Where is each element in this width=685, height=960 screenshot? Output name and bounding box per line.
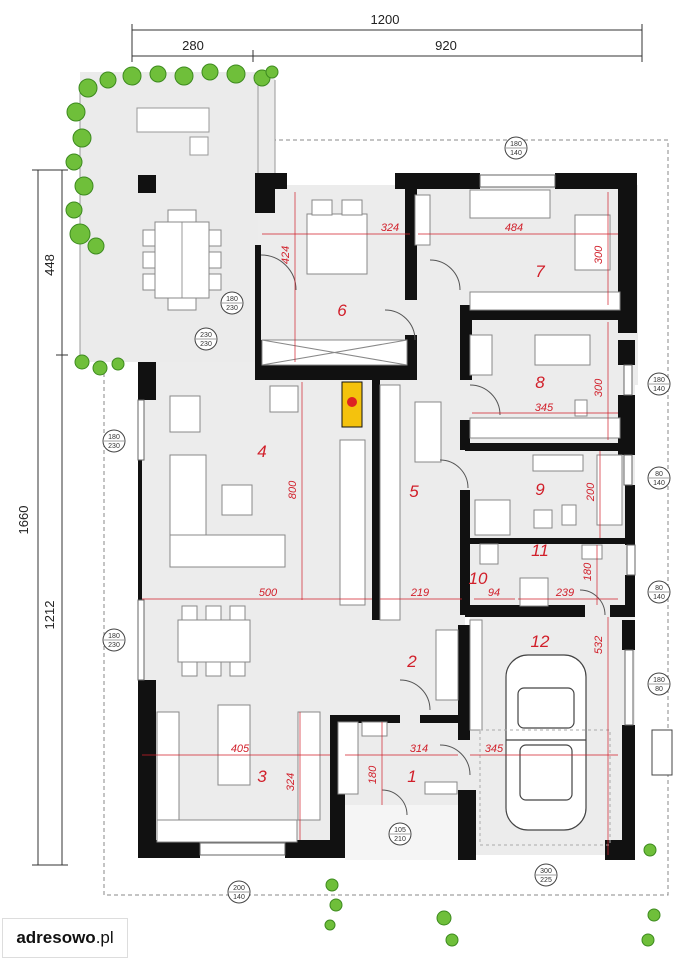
dim-314: 314 [410, 743, 428, 755]
room-number-8: 8 [535, 373, 545, 392]
outer-outline [103, 139, 669, 896]
room-number-10: 10 [469, 569, 488, 588]
svg-text:105: 105 [394, 827, 406, 834]
svg-text:180: 180 [653, 677, 665, 684]
room-number-2: 2 [406, 652, 417, 671]
svg-text:80: 80 [655, 471, 663, 478]
brand-suffix: .pl [95, 928, 114, 947]
room-number-6: 6 [337, 301, 347, 320]
dim-324a: 324 [381, 222, 399, 234]
brand-name: adresowo [16, 928, 96, 947]
opening-badge-w-r9: 80 140 [647, 466, 671, 490]
svg-text:230: 230 [108, 443, 120, 450]
dim-left-upper: 448 [42, 254, 57, 276]
room-number-1: 1 [407, 767, 416, 786]
hedge-plants [65, 63, 661, 947]
svg-text:180: 180 [108, 434, 120, 441]
svg-text:180: 180 [226, 296, 238, 303]
opening-badge-w-r8: 180 140 [647, 372, 671, 396]
svg-text:230: 230 [108, 642, 120, 649]
dim-top-left: 280 [182, 38, 204, 53]
dim-800: 800 [287, 480, 299, 499]
room-number-3: 3 [257, 767, 267, 786]
dim-left-lower: 1212 [42, 601, 57, 630]
room-number-7: 7 [535, 262, 545, 281]
terrace-table-set [142, 209, 222, 311]
svg-text:80: 80 [655, 686, 663, 693]
walls [138, 173, 637, 860]
svg-text:230: 230 [200, 341, 212, 348]
svg-text:140: 140 [653, 480, 665, 487]
svg-text:230: 230 [226, 305, 238, 312]
side-table [189, 136, 209, 156]
door-swings [260, 254, 606, 816]
svg-text:80: 80 [655, 585, 663, 592]
lounger [136, 107, 210, 133]
garage-door-marker [479, 729, 611, 846]
dim-94: 94 [488, 587, 500, 599]
exterior-unit [651, 729, 673, 776]
furniture [156, 189, 623, 843]
opening-badge-w-terrace2: 230 230 [194, 327, 218, 351]
dim-180b: 180 [367, 765, 379, 784]
svg-text:225: 225 [540, 877, 552, 884]
dim-left-total: 1660 [16, 506, 31, 535]
room-number-4: 4 [257, 442, 266, 461]
dim-405: 405 [231, 743, 250, 755]
opening-badge-w-top: 180 140 [504, 136, 528, 160]
flame-icon [347, 397, 357, 407]
windows [137, 174, 636, 856]
terrace-column [138, 175, 156, 193]
car-icon [505, 654, 587, 831]
brand-logo[interactable]: adresowo.pl [2, 918, 128, 958]
dim-200: 200 [585, 482, 597, 502]
dim-top-right: 920 [435, 38, 457, 53]
room-number-11: 11 [531, 541, 549, 560]
dim-180a: 180 [582, 562, 594, 581]
opening-badge-d-garage: 300 225 [534, 863, 558, 887]
svg-text:210: 210 [394, 836, 406, 843]
dim-345a: 345 [535, 402, 554, 414]
dim-top-total: 1200 [371, 12, 400, 27]
svg-text:140: 140 [653, 594, 665, 601]
svg-text:180: 180 [653, 377, 665, 384]
opening-badge-w-living: 180 230 [102, 429, 126, 453]
room-number-9: 9 [535, 480, 545, 499]
svg-text:300: 300 [540, 868, 552, 875]
dim-219: 219 [410, 587, 429, 599]
svg-text:140: 140 [653, 386, 665, 393]
dim-300b: 300 [593, 378, 605, 397]
dim-345b: 345 [485, 743, 504, 755]
room-number-12: 12 [531, 632, 550, 651]
opening-badge-w-dining: 180 230 [102, 628, 126, 652]
room-number-5: 5 [409, 482, 419, 501]
dim-300a: 300 [593, 245, 605, 264]
opening-badge-w-terrace: 180 230 [220, 291, 244, 315]
svg-text:180: 180 [108, 633, 120, 640]
dim-324b: 324 [285, 773, 297, 791]
svg-text:200: 200 [233, 885, 245, 892]
dim-239: 239 [555, 587, 574, 599]
opening-badge-w-r11: 80 140 [647, 580, 671, 604]
opening-badge-w-garage: 180 80 [647, 672, 671, 696]
dim-484: 484 [505, 222, 523, 234]
opening-badge-d-front: 105 210 [388, 822, 412, 846]
svg-text:140: 140 [510, 150, 522, 157]
dim-424: 424 [280, 246, 292, 264]
svg-text:230: 230 [200, 332, 212, 339]
svg-text:180: 180 [510, 141, 522, 148]
dimension-lines [32, 24, 643, 866]
dim-500: 500 [259, 587, 278, 599]
opening-badge-w-kitchen: 200 140 [227, 880, 251, 904]
inner-dimension-lines [142, 192, 618, 855]
svg-text:140: 140 [233, 894, 245, 901]
dim-532: 532 [593, 636, 605, 654]
